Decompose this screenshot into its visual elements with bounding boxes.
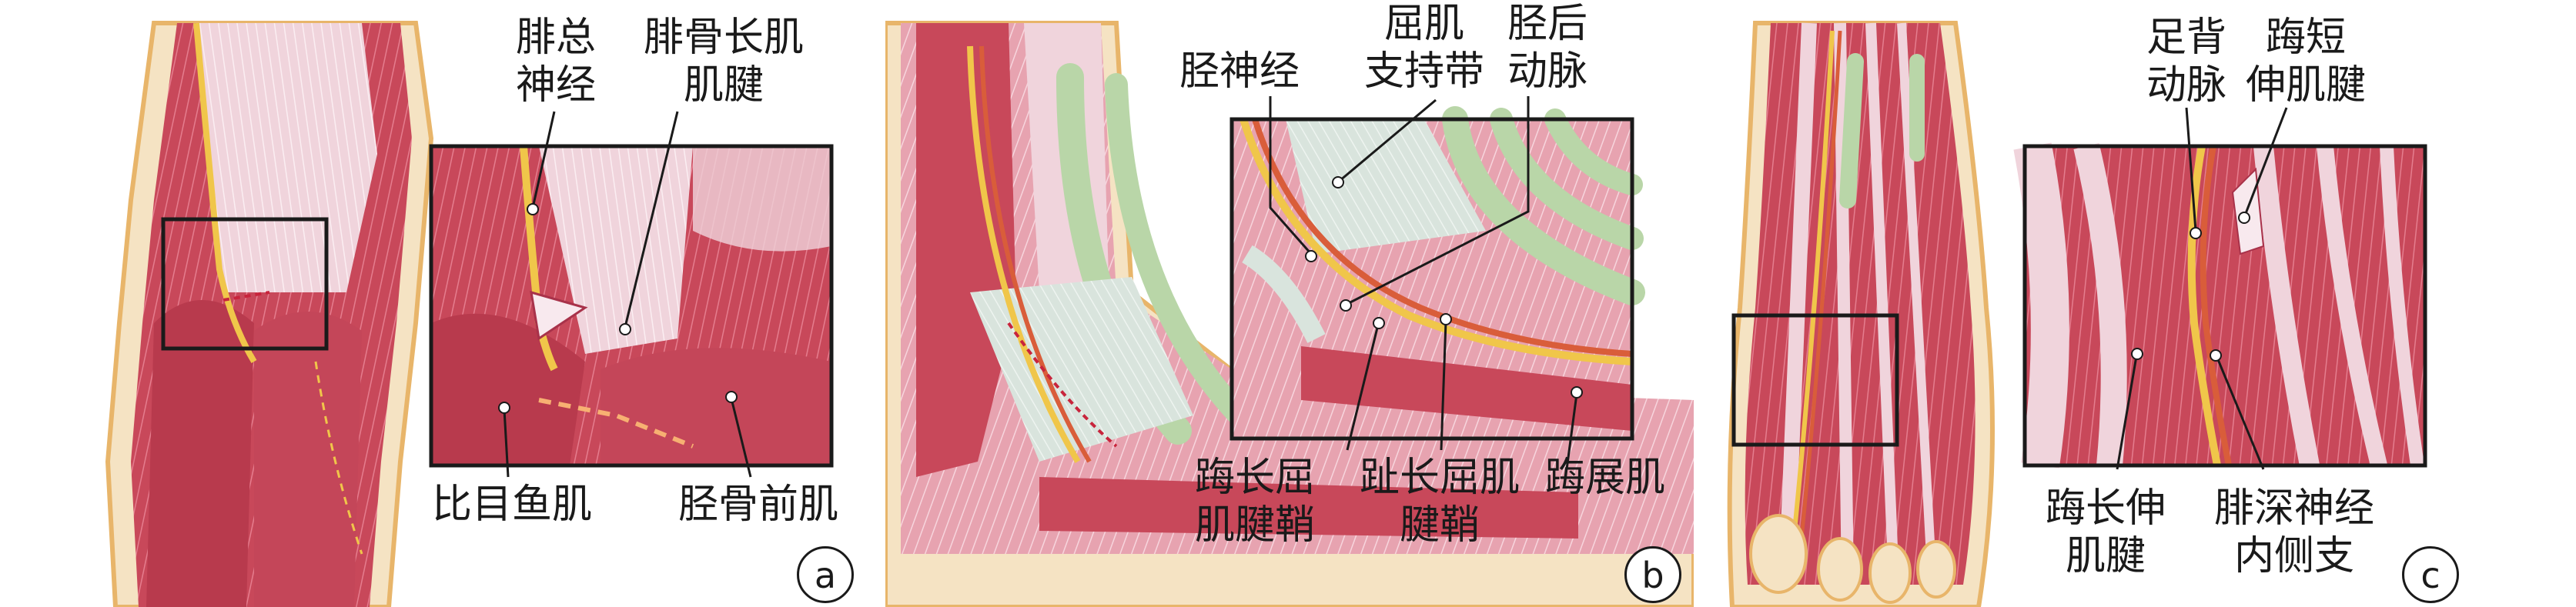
panel-a-illustration [105, 21, 434, 607]
label-soleus: 比目鱼肌 [431, 482, 592, 528]
label-abductor-hallucis: 踇展肌 [1544, 455, 1665, 501]
panel-a-inset [429, 111, 834, 478]
panel-c-illustration [1727, 21, 1995, 607]
label-dpn-medial-branch: 腓深神经 内侧支 [2213, 485, 2374, 579]
dot-fhl-sheath [1373, 317, 1385, 329]
label-common-peroneal-nerve: 腓总 神经 [515, 15, 596, 108]
panel-c-inset [2013, 107, 2427, 470]
panel-badge-a: a [797, 546, 854, 603]
dot-fdl-sheath [1440, 313, 1452, 325]
dot-dorsalis-pedis-artery [2190, 227, 2202, 239]
dot-dpn-medial-branch [2210, 349, 2222, 362]
panel-a: 腓总 神经 腓骨长肌 肌腱 比目鱼肌 胫骨前肌 a [0, 0, 854, 607]
dot-ehl-tendon [2131, 348, 2143, 360]
panel-b-inset [1229, 96, 1645, 470]
dot-ehb-tendon [2238, 212, 2250, 224]
dot-tibialis-anterior [725, 391, 738, 403]
label-tibial-nerve: 胫神经 [1179, 48, 1300, 95]
label-ehl-tendon: 踇长伸 肌腱 [2045, 485, 2166, 579]
panel-b: 胫神经 屈肌 支持带 胫后 动脉 踇长屈 肌腱鞘 趾长屈肌 腱鞘 踇展肌 b [885, 0, 1694, 607]
label-fhl-sheath: 踇长屈 肌腱鞘 [1194, 455, 1315, 549]
dot-soleus [498, 402, 510, 414]
label-peroneus-longus-tendon: 腓骨长肌 肌腱 [643, 15, 804, 108]
dot-tibial-nerve [1305, 250, 1317, 262]
dot-abductor-hallucis [1571, 386, 1583, 399]
dot-flexor-retinaculum [1332, 176, 1344, 188]
label-ehb-tendon: 踇短 伸肌腱 [2245, 15, 2366, 108]
panel-badge-c: c [2402, 546, 2459, 603]
label-posterior-tibial-artery: 胫后 动脉 [1507, 1, 1587, 95]
dot-peroneus-longus-tendon [619, 323, 631, 335]
label-fdl-sheath: 趾长屈肌 腱鞘 [1359, 455, 1520, 549]
label-flexor-retinaculum: 屈肌 支持带 [1363, 1, 1484, 95]
dot-common-peroneal-nerve [527, 203, 539, 215]
panel-c: 足背 动脉 踇短 伸肌腱 踇长伸 肌腱 腓深神经 内侧支 c [1725, 0, 2576, 607]
label-dorsalis-pedis-artery: 足背 动脉 [2146, 15, 2226, 108]
label-tibialis-anterior: 胫骨前肌 [677, 482, 838, 528]
panel-badge-b: b [1624, 546, 1681, 603]
dot-posterior-tibial-artery [1340, 299, 1352, 312]
